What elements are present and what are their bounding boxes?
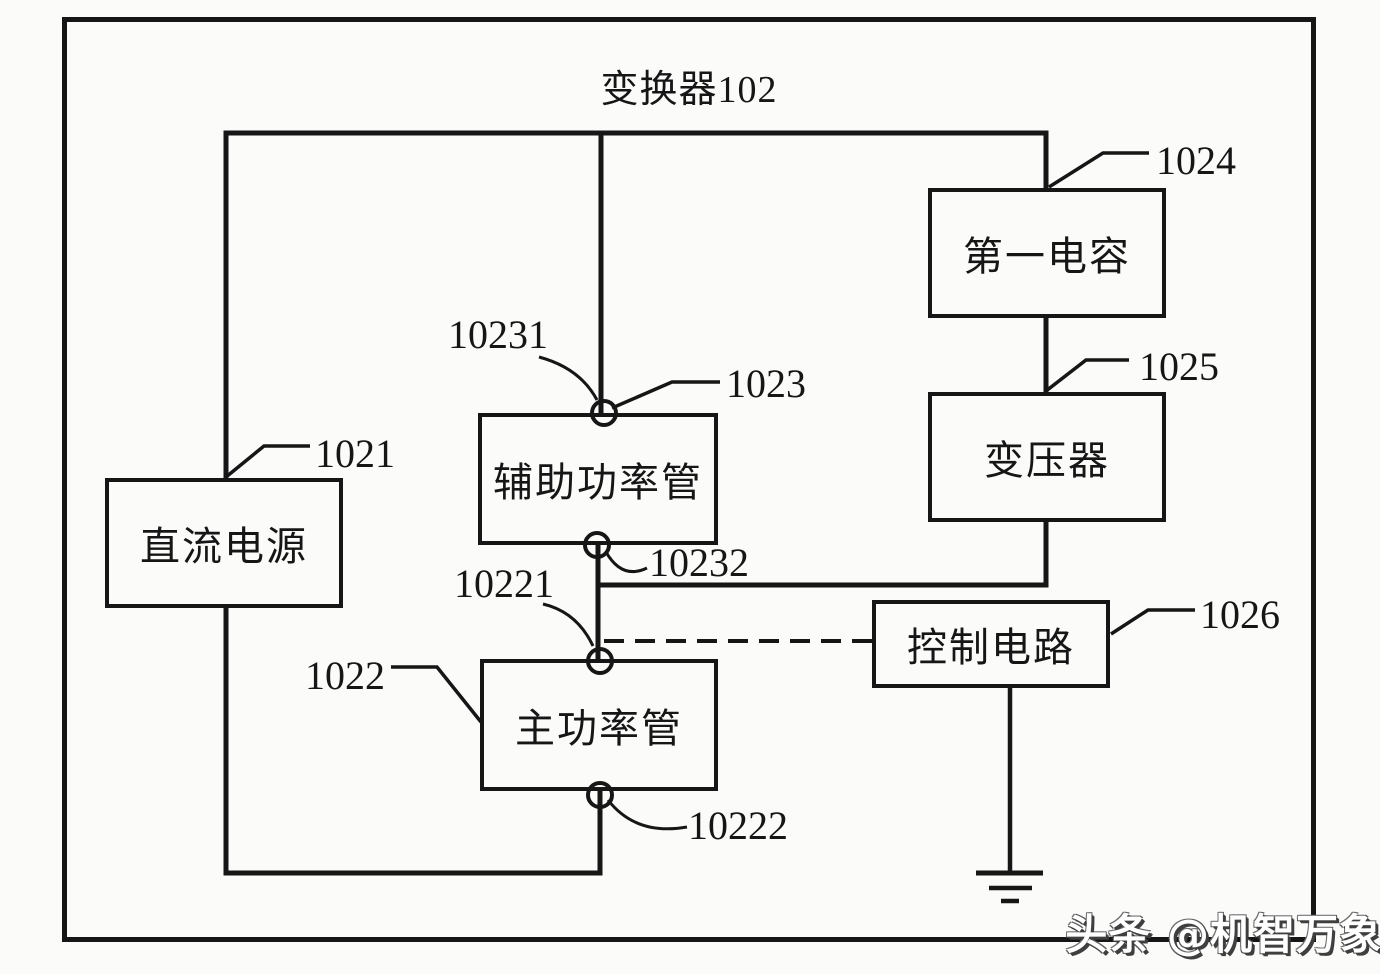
block-dc-source: 直流电源 (105, 478, 343, 608)
block-main-power-tube-label: 主功率管 (515, 706, 683, 751)
main-tube-bottom-terminal-circle (586, 781, 614, 809)
leader-1024 (1048, 151, 1149, 189)
ref-1026: 1026 (1200, 592, 1280, 637)
block-transformer-label: 变压器 (984, 438, 1110, 483)
leader-10222 (606, 799, 688, 831)
block-first-capacitor-label: 第一电容 (963, 234, 1131, 279)
leader-10231 (538, 355, 599, 401)
wire-top-rail (223, 130, 1049, 478)
block-aux-power-tube-label: 辅助功率管 (493, 460, 703, 505)
block-first-capacitor: 第一电容 (928, 188, 1166, 318)
ref-10222: 10222 (688, 803, 788, 848)
ref-1025: 1025 (1139, 344, 1219, 389)
ref-10232: 10232 (649, 540, 749, 585)
block-main-power-tube: 主功率管 (480, 659, 718, 791)
ref-1023: 1023 (726, 361, 806, 406)
block-transformer: 变压器 (928, 392, 1166, 522)
ref-1021: 1021 (315, 431, 395, 476)
block-control-circuit-label: 控制电路 (907, 625, 1075, 670)
leader-1023 (611, 380, 720, 410)
block-control-circuit: 控制电路 (872, 600, 1110, 688)
leader-1025 (1044, 358, 1129, 393)
converter-outer-boundary (62, 17, 1316, 942)
aux-tube-bottom-terminal-circle (583, 531, 611, 559)
block-dc-source-label: 直流电源 (140, 524, 308, 569)
ground-icon (976, 870, 1043, 904)
watermark: 头条 @机智万象 (1065, 910, 1380, 959)
leader-10221 (542, 602, 595, 647)
figure-title: 变换器102 (600, 69, 778, 111)
leader-1022 (391, 665, 483, 724)
wire-bottom-rail (223, 608, 603, 876)
leader-1021 (224, 444, 310, 479)
ref-1024: 1024 (1156, 138, 1236, 183)
ref-10221: 10221 (454, 561, 554, 606)
leader-10232 (604, 551, 648, 573)
leader-1026 (1110, 608, 1195, 636)
wire-transformer-to-junction (598, 522, 1049, 588)
ref-10231: 10231 (448, 312, 548, 357)
block-aux-power-tube: 辅助功率管 (478, 413, 718, 545)
ref-1022: 1022 (305, 653, 385, 698)
